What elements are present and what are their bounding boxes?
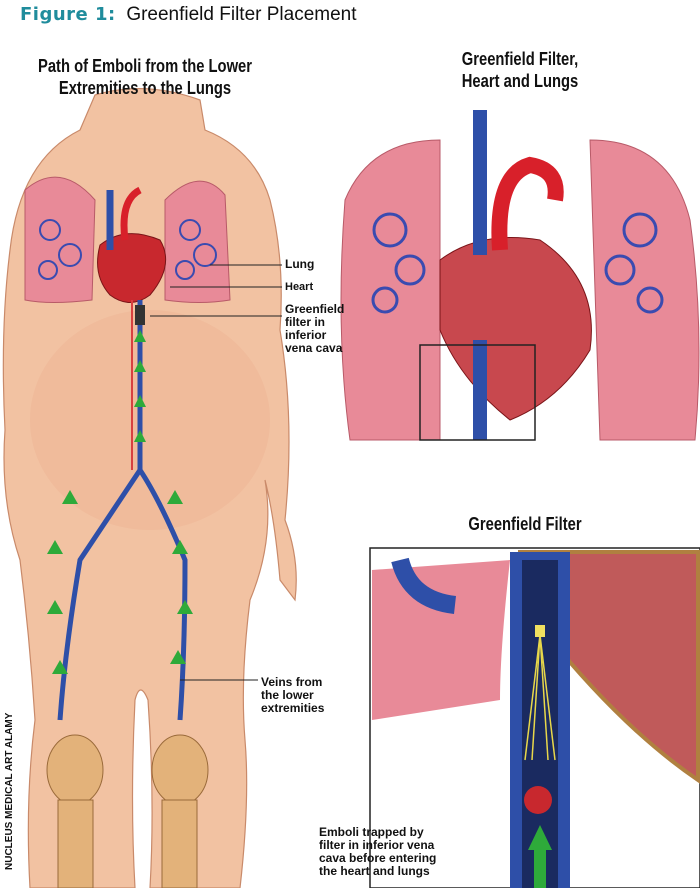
emboli-label-line3: cava before entering	[319, 851, 437, 865]
label-emboli: Emboli trapped by filter in inferior ven…	[319, 826, 436, 878]
filter-closeup	[369, 547, 700, 888]
filter-label-line2: filter in	[285, 315, 326, 329]
top-right-heading-line1: Greenfield Filter,	[461, 49, 579, 69]
label-heart: Heart	[285, 281, 314, 293]
filter-label-line1: Greenfield	[285, 302, 345, 316]
top-right-heading: Greenfield Filter, Heart and Lungs	[422, 48, 619, 92]
body-figure	[2, 87, 297, 888]
bottom-right-heading: Greenfield Filter	[468, 514, 582, 534]
veins-label-line2: the lower	[261, 688, 314, 702]
image-credit: NUCLEUS MEDICAL ART ALAMY	[4, 712, 15, 870]
emboli-label-line1: Emboli trapped by	[319, 825, 424, 839]
label-greenfield-filter: Greenfield filter in inferior vena cava	[285, 303, 344, 355]
veins-label-line1: Veins from	[261, 675, 323, 689]
figure-title-text: Greenfield Filter Placement	[126, 4, 357, 25]
left-panel-heading: Path of Emboli from the Lower Extremitie…	[26, 55, 264, 99]
filter-label-line4: vena cava	[285, 341, 343, 355]
heart-lungs-illustration	[340, 110, 700, 441]
veins-label-line3: extremities	[261, 701, 325, 715]
figure-title: Figure 1: Greenfield Filter Placement	[20, 4, 357, 26]
filter-label-line3: inferior	[285, 328, 327, 342]
emboli-label-line2: filter in inferior vena	[319, 838, 435, 852]
emboli-arrows	[47, 330, 193, 674]
figure-number: Figure 1:	[20, 4, 116, 25]
greenfield-filter-icon	[524, 634, 556, 761]
label-lung: Lung	[285, 257, 315, 271]
left-heading-line1: Path of Emboli from the Lower	[37, 56, 253, 76]
top-right-heading-line2: Heart and Lungs	[461, 71, 579, 91]
label-veins: Veins from the lower extremities	[261, 676, 324, 715]
left-heading-line2: Extremities to the Lungs	[58, 78, 232, 98]
emboli-label-line4: the heart and lungs	[319, 864, 430, 878]
